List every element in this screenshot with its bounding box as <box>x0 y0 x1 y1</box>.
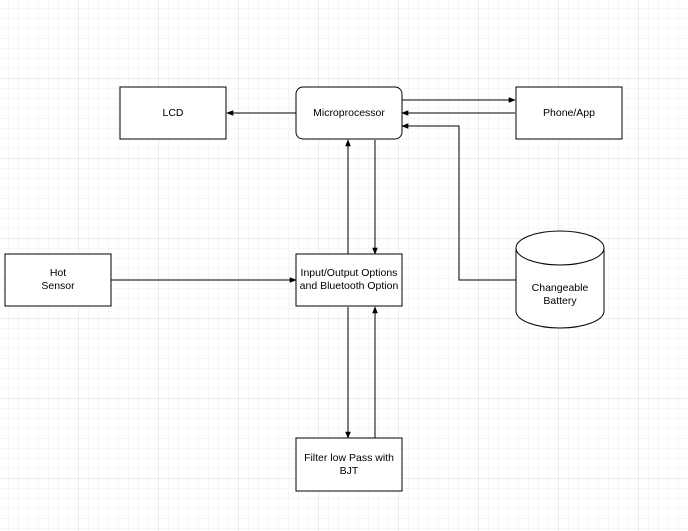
microprocessor-box[interactable] <box>295 86 403 140</box>
edges <box>111 97 516 439</box>
nodes <box>4 86 623 492</box>
hot-sensor-box[interactable] <box>4 253 112 307</box>
io-options-box[interactable] <box>295 253 403 307</box>
battery-cylinder[interactable] <box>515 230 605 329</box>
phone-app-box[interactable] <box>515 86 623 140</box>
filter-box[interactable] <box>295 437 403 492</box>
lcd-box[interactable] <box>119 86 227 140</box>
edge-battery-to-microprocessor <box>401 123 516 281</box>
